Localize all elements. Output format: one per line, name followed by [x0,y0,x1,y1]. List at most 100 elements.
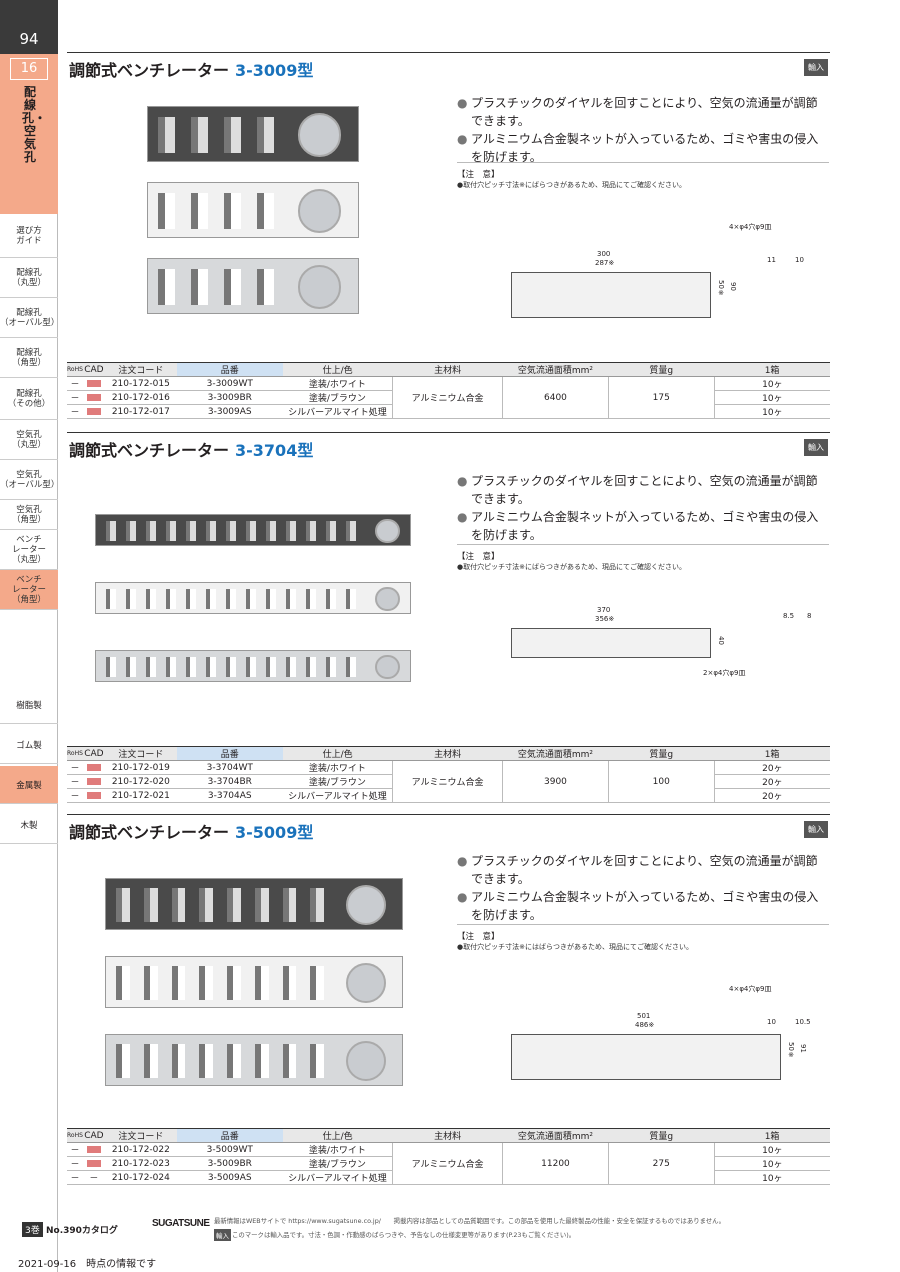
vent-slot [186,520,196,542]
sidebar-material-item[interactable]: 樹脂製 [0,686,58,724]
cad-download-icon[interactable] [86,393,101,401]
cad-download-icon[interactable] [86,777,101,785]
vent-slot [143,966,158,1000]
sidebar-nav-item[interactable]: 空気孔 （角型） [0,500,58,530]
vent-slot [226,520,236,542]
vent-slot [143,888,158,922]
dim-overall: 370 [597,606,611,614]
sidebar-nav-item[interactable]: 選び方 ガイド [0,214,58,258]
vent-slot [126,656,136,678]
vent-slot [254,966,269,1000]
dim-depth2: 10.5 [795,1018,811,1026]
rohs-cell: － [67,404,83,419]
sidebar-nav-item[interactable]: ベンチ レーター （角型） [0,570,58,610]
vent-slot [143,1044,158,1078]
chapter-tab[interactable]: 16 配線孔・空気孔 [0,54,58,214]
part-number: 3-3009AS [176,404,283,419]
column-header: 品番 [176,1128,283,1143]
dial-knob [375,586,401,612]
sidebar-nav-item[interactable]: 配線孔 （その他） [0,378,58,420]
cad-cell[interactable] [82,760,105,775]
column-header: 仕上/色 [282,362,393,377]
part-number: 3-5009AS [176,1170,283,1185]
sidebar-material-item[interactable]: 金属製 [0,766,58,804]
order-code: 210-172-020 [104,774,177,789]
sidebar-nav-item[interactable]: 配線孔 （オーバル型） [0,298,59,338]
cad-cell[interactable] [82,390,105,405]
cad-download-icon[interactable] [86,407,101,415]
vent-slot [206,588,216,610]
cad-download-icon[interactable] [86,763,101,771]
finish-cell: 塗装/ホワイト [282,1142,393,1157]
vent-slot [206,656,216,678]
vent-slot [306,656,316,678]
feature-bullet: アルミニウム合金製ネットが入っているため、ゴミや害虫の侵入を防げます。 [457,130,829,166]
vent-slot [254,1044,269,1078]
column-header: CAD [82,746,105,761]
rohs-cell: － [67,788,83,803]
vent-slot [199,888,214,922]
box-qty: 10ヶ [713,390,830,405]
column-header: 仕上/色 [282,746,393,761]
dim-height: 40 [717,636,725,645]
order-code: 210-172-017 [104,404,177,419]
box-qty: 20ヶ [713,774,830,789]
sidebar-nav-item[interactable]: 配線孔 （丸型） [0,258,58,298]
rohs-cell: － [67,1170,83,1185]
cad-cell[interactable] [82,376,105,391]
sidebar-nav-item[interactable]: 配線孔 （角型） [0,338,58,378]
date-line: 2021-09-16 時点の情報です [18,1259,157,1270]
material-cell: アルミニウム合金 [392,760,503,803]
box-qty: 10ヶ [713,1156,830,1171]
sidebar-nav-item[interactable]: 空気孔 （オーバル型） [0,460,59,500]
vent-slot [310,1044,325,1078]
column-header: 1箱 [714,1128,830,1143]
box-qty: 10ヶ [713,376,830,391]
part-number: 3-5009BR [176,1156,283,1171]
cad-cell[interactable] [82,774,105,789]
cad-cell[interactable] [82,1156,105,1171]
chapter-number: 16 [10,58,48,80]
dial-knob [297,189,342,233]
column-header: 品番 [176,746,283,761]
feature-bullet: プラスチックのダイヤルを回すことにより、空気の流通量が調節できます。 [457,472,829,508]
sidebar-material-item[interactable]: ゴム製 [0,726,58,764]
vent-slot [116,1044,130,1078]
vent-slot [126,520,136,542]
vent-slot [106,656,116,678]
dim-height-outer: 90 [729,282,737,291]
part-number: 3-3009BR [176,390,283,405]
vent-slot [286,656,296,678]
page-number: 94 [0,0,58,54]
vent-slot [199,966,214,1000]
section-model: 3-5009型 [235,823,314,842]
cad-cell[interactable] [82,404,105,419]
cad-cell[interactable] [82,788,105,803]
vent-slot [146,520,156,542]
mass-cell: 100 [607,760,715,803]
note-divider [457,162,829,163]
cad-download-icon[interactable] [86,379,101,387]
sidebar-material-item[interactable]: 木製 [0,806,58,844]
order-code: 210-172-019 [104,760,177,775]
cad-cell[interactable] [82,1142,105,1157]
vent-slot [186,656,196,678]
column-header: 質量g [608,1128,715,1143]
sidebar-nav-item[interactable]: ベンチ レーター （丸型） [0,530,58,570]
material-cell: アルミニウム合金 [392,376,503,419]
dial-knob [375,654,401,680]
vent-slot [346,588,356,610]
sidebar-nav-item[interactable]: 空気孔 （丸型） [0,420,58,460]
cad-download-icon[interactable] [86,791,101,799]
product-photo [95,514,411,546]
vent-slot [306,520,316,542]
cad-download-icon[interactable] [86,1145,101,1153]
cad-download-icon[interactable] [86,1159,101,1167]
